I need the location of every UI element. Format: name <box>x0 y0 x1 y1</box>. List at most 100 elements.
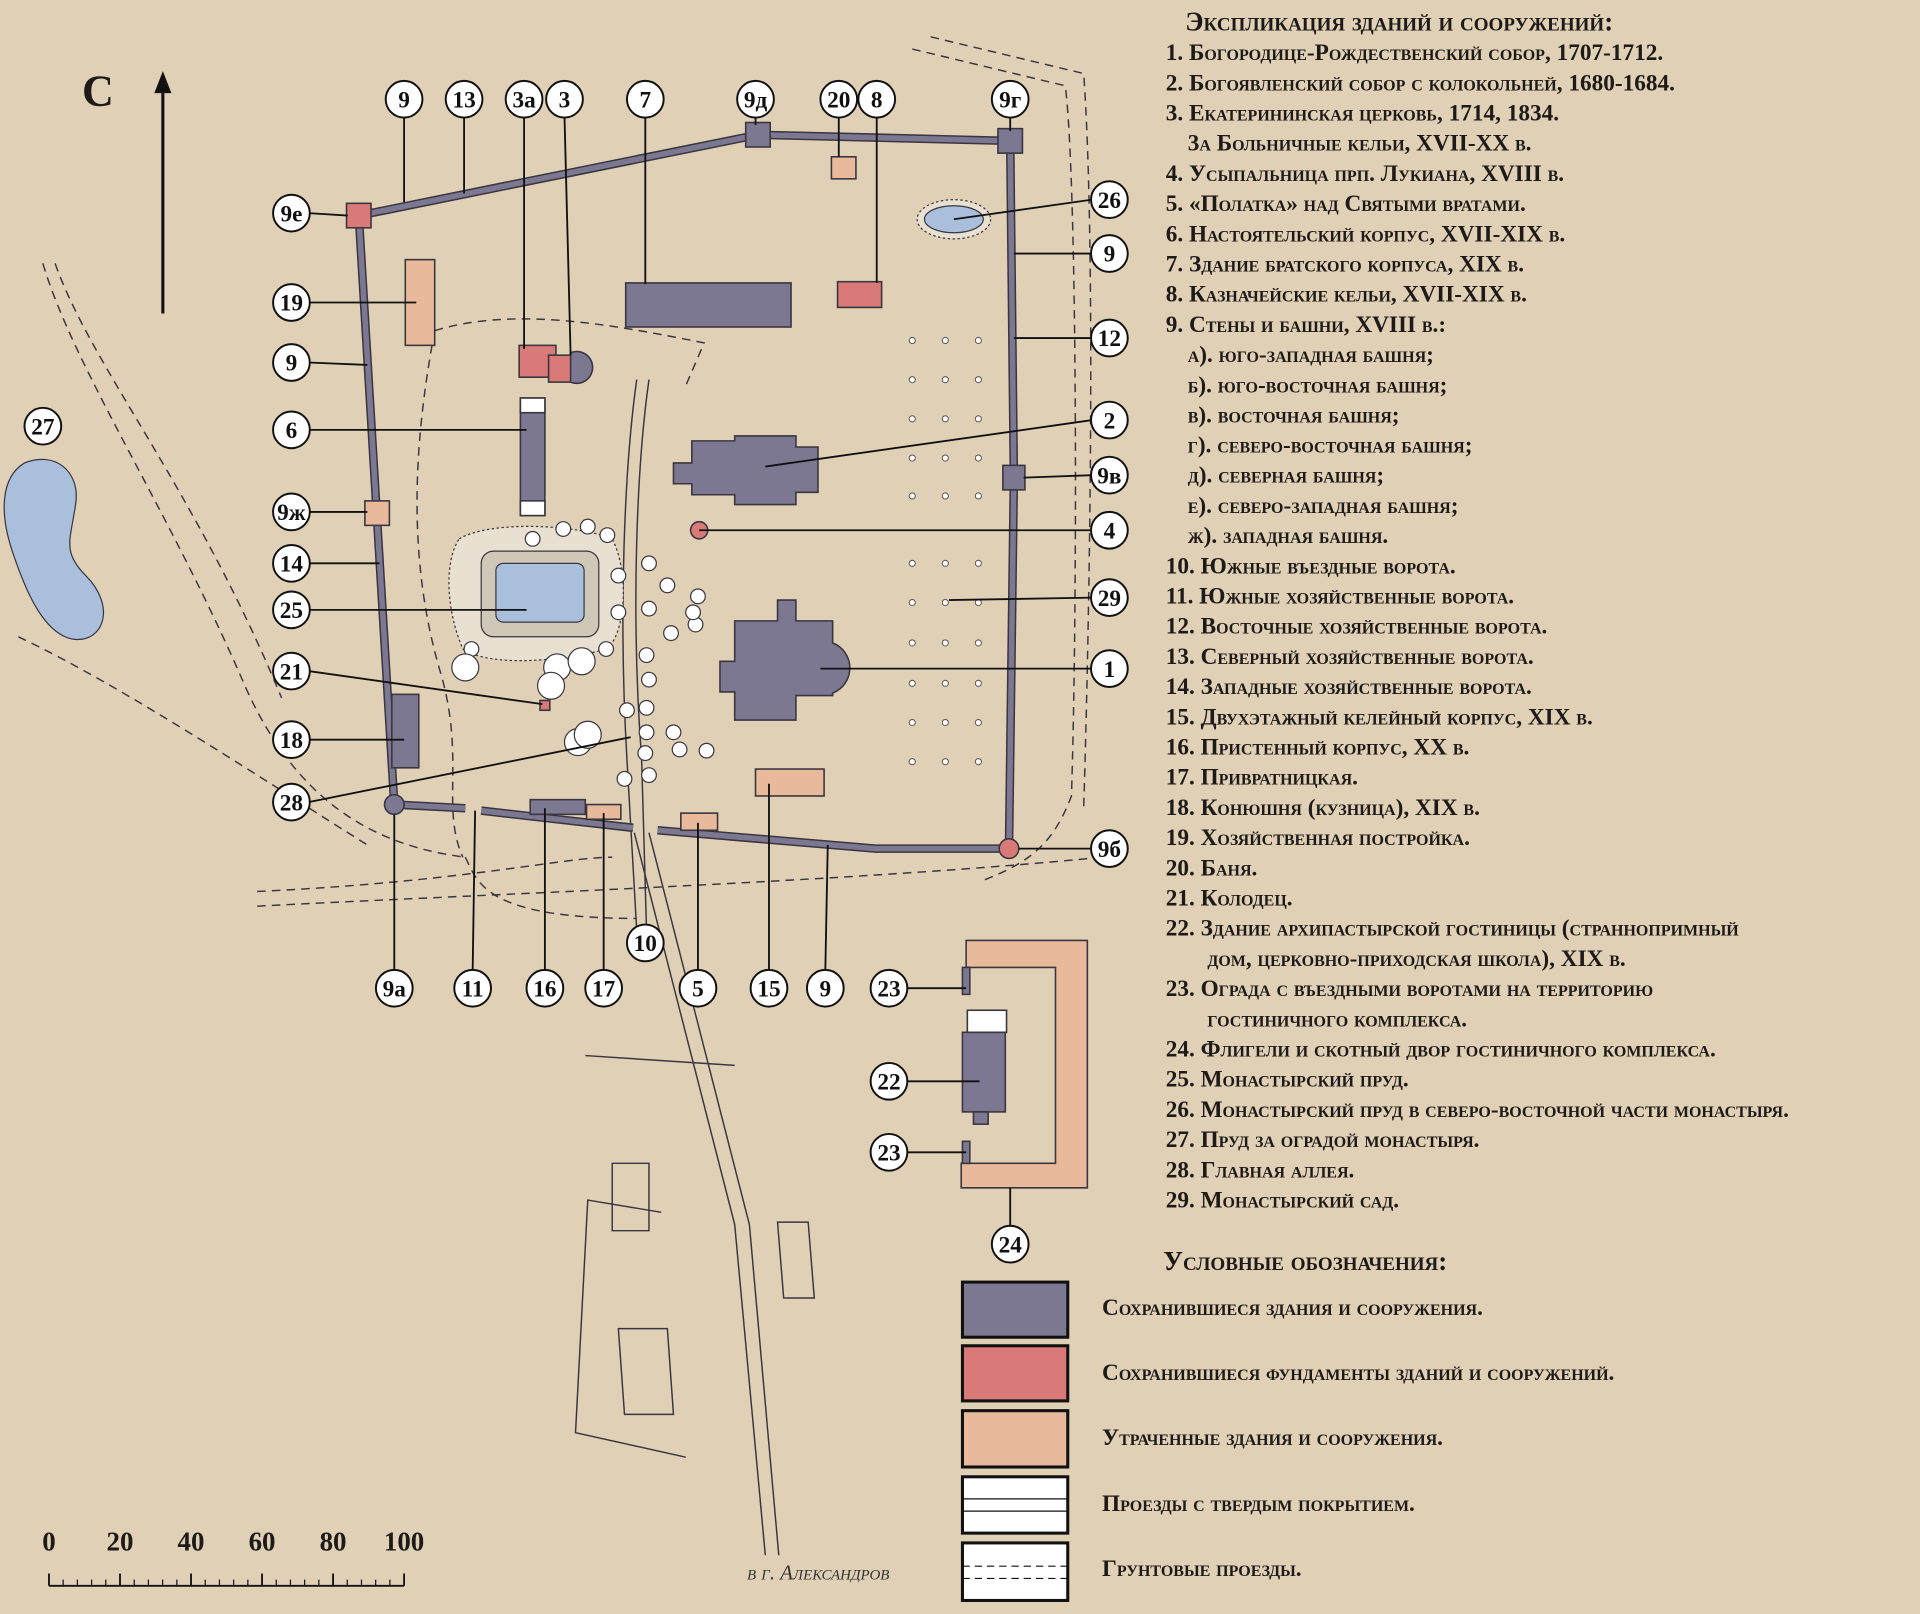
marker-circle <box>990 79 1030 119</box>
legend-title: Условные обозначения: <box>1163 1246 1447 1276</box>
north-label: С <box>82 66 114 115</box>
building-8 <box>836 280 883 309</box>
garden-tree <box>908 639 916 647</box>
marker-9ж: 9ж <box>272 492 311 532</box>
scale-label: 40 <box>178 1526 205 1556</box>
marker-circle <box>272 651 311 691</box>
legend-swatch-dirt-road <box>960 1541 1070 1602</box>
building-2 <box>672 435 819 506</box>
tree <box>671 741 688 758</box>
explication-line: 26. Монастырский пруд в северо-восточной… <box>1166 1097 1789 1123</box>
marker-circle <box>869 1061 909 1101</box>
garden-tree <box>974 492 982 500</box>
marker-label: 9 <box>819 976 831 1002</box>
building-6-end <box>519 500 546 517</box>
marker-label: 29 <box>1098 586 1121 612</box>
building-18 <box>391 693 420 769</box>
leader-line <box>308 361 368 366</box>
marker-circle <box>272 492 311 532</box>
marker-27: 27 <box>23 406 63 446</box>
explication-line: 6. Настоятельский корпус, XVII-XIX в. <box>1166 221 1566 247</box>
marker-9е: 9е <box>272 193 311 233</box>
marker-label: 9б <box>1098 837 1121 863</box>
tree <box>524 530 541 547</box>
dirt-road <box>416 330 464 858</box>
building-22-porch <box>972 1111 989 1125</box>
garden-tree <box>974 559 982 567</box>
explication-line: 27. Пруд за оградой монастыря. <box>1166 1127 1480 1153</box>
marker-label: 9 <box>286 351 298 377</box>
scale-label: 60 <box>249 1526 276 1556</box>
marker-circle <box>453 968 492 1008</box>
marker-23: 23 <box>869 968 909 1008</box>
well-21 <box>539 699 551 712</box>
marker-circle <box>584 968 624 1008</box>
garden-tree <box>974 376 982 384</box>
marker-circle <box>272 543 311 583</box>
explication-line: д). северная башня; <box>1188 463 1384 489</box>
paved-road <box>585 1054 735 1067</box>
marker-label: 8 <box>871 87 883 113</box>
marker-label: 9в <box>1097 463 1121 489</box>
marker-circle <box>504 79 544 119</box>
garden-tree <box>941 454 949 462</box>
marker-21: 21 <box>272 651 311 691</box>
legend-label-lost: Утраченные здания и сооружения. <box>1102 1425 1443 1451</box>
paved-road <box>635 379 650 931</box>
marker-19: 19 <box>272 283 311 322</box>
marker-circle <box>736 79 775 119</box>
marker-20: 20 <box>819 79 859 119</box>
marker-circle <box>678 968 718 1008</box>
tree <box>690 588 706 605</box>
tower-9g <box>997 127 1024 154</box>
marker-circle <box>1090 510 1129 550</box>
paved-road <box>633 832 767 1556</box>
dirt-road <box>42 263 466 858</box>
building-3 <box>547 354 574 383</box>
marker-label: 28 <box>280 790 303 816</box>
trees <box>451 518 715 787</box>
marker-circle <box>1090 180 1129 219</box>
tree <box>641 767 657 784</box>
tree <box>610 567 627 584</box>
marker-circle <box>1090 234 1129 273</box>
marker-9: 9 <box>384 79 424 119</box>
marker-circle <box>819 79 859 119</box>
fence-23-upper <box>961 966 971 996</box>
marker-label: 3 <box>559 87 571 113</box>
explication-line: 14. Западные хозяйственные ворота. <box>1166 674 1532 700</box>
marker-2: 2 <box>1090 400 1129 440</box>
explication-line: б). юго-восточная башня; <box>1188 372 1448 398</box>
marker-circle <box>869 1132 909 1172</box>
marker-9д: 9д <box>736 79 775 119</box>
marker-label: 10 <box>634 931 657 957</box>
marker-28: 28 <box>272 782 311 822</box>
marker-label: 9ж <box>277 500 306 526</box>
explication-line: 21. Колодец. <box>1166 886 1293 912</box>
building-7 <box>624 282 792 328</box>
tree <box>641 600 657 617</box>
dirt-road <box>18 636 368 846</box>
marker-circle <box>625 79 665 119</box>
explication-line: 3а Больничные кельи, XVII-XX в. <box>1188 131 1532 157</box>
garden-tree <box>941 336 949 345</box>
building-6-end <box>519 397 546 414</box>
outside-buildings <box>611 1162 816 1416</box>
marker-label: 19 <box>280 291 303 317</box>
arrow-up-icon <box>154 71 172 94</box>
marker-label: 16 <box>533 976 556 1002</box>
marker-label: 22 <box>877 1070 900 1096</box>
legend: Условные обозначения: Сохранившиеся здан… <box>960 1246 1614 1602</box>
garden-tree <box>908 454 916 462</box>
marker-25: 25 <box>272 590 311 630</box>
marker-label: 6 <box>286 418 298 444</box>
explication-line: 28. Главная аллея. <box>1166 1157 1355 1183</box>
tree <box>573 720 602 749</box>
explication-line: 20. Баня. <box>1166 855 1258 881</box>
building-24 <box>960 939 1089 1189</box>
legend-swatch-paved-road <box>960 1475 1070 1535</box>
tree <box>638 699 655 716</box>
paved-road <box>648 832 780 1556</box>
garden-tree <box>941 639 949 647</box>
leader-line <box>308 212 348 217</box>
